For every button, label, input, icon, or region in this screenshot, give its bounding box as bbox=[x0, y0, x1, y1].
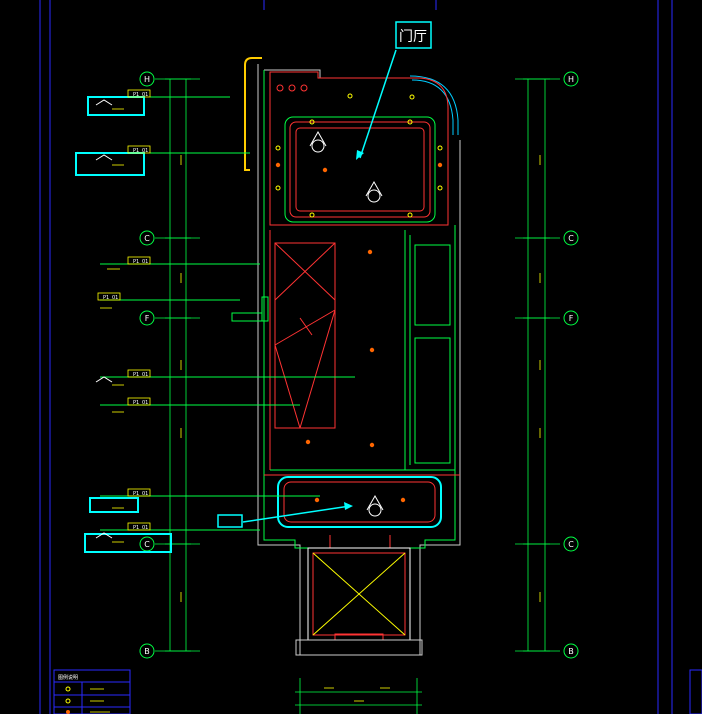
grid-label-f-left: F bbox=[145, 314, 150, 323]
level-tags: P1 P1 P1 P1 P1 P1 P1 P1 01 01 01 01 01 0… bbox=[97, 89, 151, 531]
level-tag-3: P1 bbox=[133, 259, 139, 265]
leader-arrows bbox=[242, 49, 397, 523]
hall-label: 门厅 bbox=[395, 21, 432, 49]
leader-arrowhead-2 bbox=[344, 502, 353, 510]
grid-label-h-left: H bbox=[144, 75, 150, 84]
level-tag-3b: 01 bbox=[142, 259, 148, 265]
grid-lines bbox=[155, 78, 560, 714]
tag-box-lower bbox=[217, 514, 243, 528]
lower-ceiling bbox=[277, 476, 442, 548]
frame bbox=[39, 0, 673, 714]
level-tag-6: P1 bbox=[133, 400, 139, 406]
level-tag-5: P1 bbox=[133, 372, 139, 378]
legend-symbols bbox=[65, 686, 110, 714]
level-tag-8: P1 bbox=[133, 525, 139, 531]
level-tag-7b: 01 bbox=[142, 491, 148, 497]
dim-marks bbox=[100, 108, 541, 702]
hall-label-text: 门厅 bbox=[399, 29, 427, 45]
level-tag-7: P1 bbox=[133, 491, 139, 497]
level-tag-1b: 01 bbox=[142, 92, 148, 98]
grid-label-c2-right: C bbox=[568, 540, 574, 549]
grid-label-b-right: B bbox=[568, 647, 574, 656]
grid-label-b-left: B bbox=[144, 647, 150, 656]
left-annotations bbox=[75, 96, 355, 553]
stair-marks bbox=[274, 242, 336, 429]
grid-label-c-left: C bbox=[144, 234, 150, 243]
light-fixtures bbox=[275, 84, 443, 503]
section-markers bbox=[309, 130, 384, 517]
level-tag-4b: 01 bbox=[112, 295, 118, 301]
level-tag-6b: 01 bbox=[142, 400, 148, 406]
elevator-shaft bbox=[295, 547, 423, 656]
grid-label-h-right: H bbox=[568, 75, 574, 84]
level-tag-4: P1 bbox=[103, 295, 109, 301]
grid-label-c2-left: C bbox=[144, 540, 150, 549]
level-tag-2: P1 bbox=[133, 148, 139, 154]
grid-bubbles bbox=[139, 71, 579, 659]
leader-arrowhead-1 bbox=[356, 150, 364, 160]
level-tag-8b: 01 bbox=[142, 525, 148, 531]
grid-bubble-labels: H C F C B H C F C B bbox=[144, 75, 574, 656]
grid-label-c-right: C bbox=[568, 234, 574, 243]
legend-table bbox=[53, 669, 702, 714]
walls bbox=[231, 57, 461, 656]
level-tag-5b: 01 bbox=[142, 372, 148, 378]
legend-title: 图例说明 bbox=[58, 674, 78, 681]
level-tag-1: P1 bbox=[133, 92, 139, 98]
level-tag-2b: 01 bbox=[142, 148, 148, 154]
grid-label-f-right: F bbox=[569, 314, 574, 323]
